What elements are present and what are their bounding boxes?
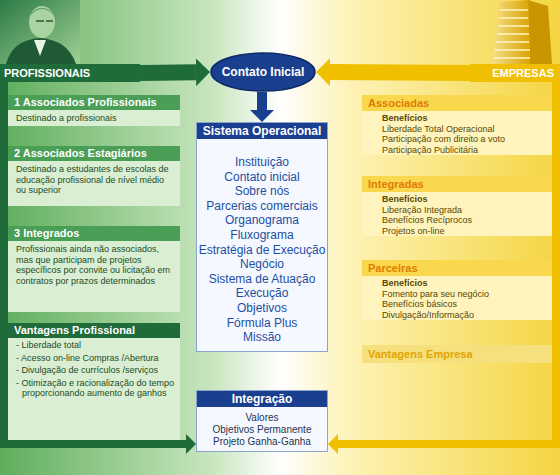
box-text: Profissionais ainda não associados, mas …	[8, 241, 180, 288]
box-text: - Divulgação de currículos /serviços	[8, 363, 180, 376]
box-heading: 3 Integrados	[8, 226, 180, 241]
ellipse-shape	[211, 53, 315, 91]
person-shirt	[34, 40, 46, 56]
box-text: Benefícios	[362, 194, 552, 205]
box-heading: Vantagens Empresa	[362, 345, 552, 363]
box-heading: Associadas	[362, 95, 552, 111]
person-head	[29, 6, 55, 38]
box-heading: Vantagens Profissional	[8, 323, 180, 338]
box-text: Destinado a estudantes de escolas de edu…	[8, 161, 180, 198]
box-text: Benefícios	[362, 113, 552, 124]
box-text: Benefícios Recíprocos	[362, 215, 552, 226]
box-text: Sistema de Atuação	[197, 272, 327, 287]
flow-arrow	[338, 82, 556, 444]
box-text: Estratégia de Execução	[197, 243, 327, 258]
building-tower	[492, 0, 530, 64]
box-text: Contato inicial	[197, 170, 327, 185]
box-heading: Parceiras	[362, 260, 552, 276]
integration-box: IntegraçãoValoresObjetivos PermanentePro…	[196, 390, 328, 452]
box-heading: PROFISSIONAIS	[4, 64, 140, 82]
category-box: 1 Associados ProfissionaisDestinado a pr…	[8, 95, 180, 126]
building-side	[528, 0, 552, 64]
box-heading: Contato Inicial	[210, 52, 316, 92]
advantages-box: Vantagens Profissional- Liberdade total-…	[8, 323, 180, 441]
box-text: Benefícios	[362, 278, 552, 289]
box-text: Objetivos	[197, 301, 327, 316]
start-ellipse: Contato Inicial	[210, 52, 316, 92]
box-text: Missão	[197, 330, 327, 345]
category-box: AssociadasBenefíciosLiberdade Total Oper…	[362, 95, 552, 155]
box-text: Liberação Integrada	[362, 205, 552, 216]
box-text: Negócio	[197, 257, 327, 272]
box-heading: Integradas	[362, 176, 552, 192]
box-text: Divulgação/Informação	[362, 310, 552, 321]
category-box: ParceirasBenefíciosFomento para seu negó…	[362, 260, 552, 320]
advantages-box: Vantagens Empresa	[362, 345, 552, 363]
box-text: - Otimização e racionalização do tempo p…	[8, 376, 180, 399]
box-text: Projeto Ganha-Ganha	[197, 436, 327, 448]
category-box: 3 IntegradosProfissionais ainda não asso…	[8, 226, 180, 312]
box-text: - Acesso on-line Compras /Abertura	[8, 351, 180, 364]
box-text: Projetos on-line	[362, 226, 552, 237]
box-text: Parcerias comerciais	[197, 199, 327, 214]
category-box: 2 Associados EstagiáriosDestinado a estu…	[8, 146, 180, 206]
box-text: Liberdade Total Operacional	[362, 124, 552, 135]
box-text: Execução	[197, 286, 327, 301]
person-hair	[30, 8, 55, 16]
box-text: Participação com direito a voto	[362, 134, 552, 145]
box-text: Organograma	[197, 213, 327, 228]
group-band: EMPRESAS	[470, 64, 560, 82]
box-text: - Liberdade total	[8, 338, 180, 351]
category-box: IntegradasBenefíciosLiberação IntegradaB…	[362, 176, 552, 236]
box-text: Sobre nós	[197, 184, 327, 199]
system-box: Sistema OperacionalInstituiçãoContato in…	[196, 122, 328, 352]
box-text: Instituição	[197, 155, 327, 170]
box-text: Fórmula Plus	[197, 316, 327, 331]
box-heading: 1 Associados Profissionais	[8, 95, 180, 110]
box-text: Fluxograma	[197, 228, 327, 243]
box-heading: Integração	[197, 391, 327, 407]
box-text: Valores	[197, 412, 327, 424]
building-windows	[494, 10, 530, 58]
person-body	[6, 38, 76, 64]
box-text: Objetivos Permanente	[197, 424, 327, 436]
box-text: Destinado a profissionais	[8, 110, 180, 126]
person-glasses	[36, 20, 53, 22]
flow-arrow	[257, 92, 267, 110]
box-text: Fomento para seu negócio	[362, 289, 552, 300]
box-text: Participação Publicitária	[362, 145, 552, 156]
box-text: Benefícios básicos	[362, 299, 552, 310]
box-heading: Sistema Operacional	[197, 123, 327, 139]
box-heading: EMPRESAS	[470, 64, 554, 82]
box-heading: 2 Associados Estagiários	[8, 146, 180, 161]
flow-arrow	[330, 64, 470, 81]
flow-arrow	[4, 82, 186, 444]
group-band: PROFISSIONAIS	[0, 64, 140, 82]
photo-background	[0, 0, 80, 64]
flow-arrow	[140, 64, 196, 81]
